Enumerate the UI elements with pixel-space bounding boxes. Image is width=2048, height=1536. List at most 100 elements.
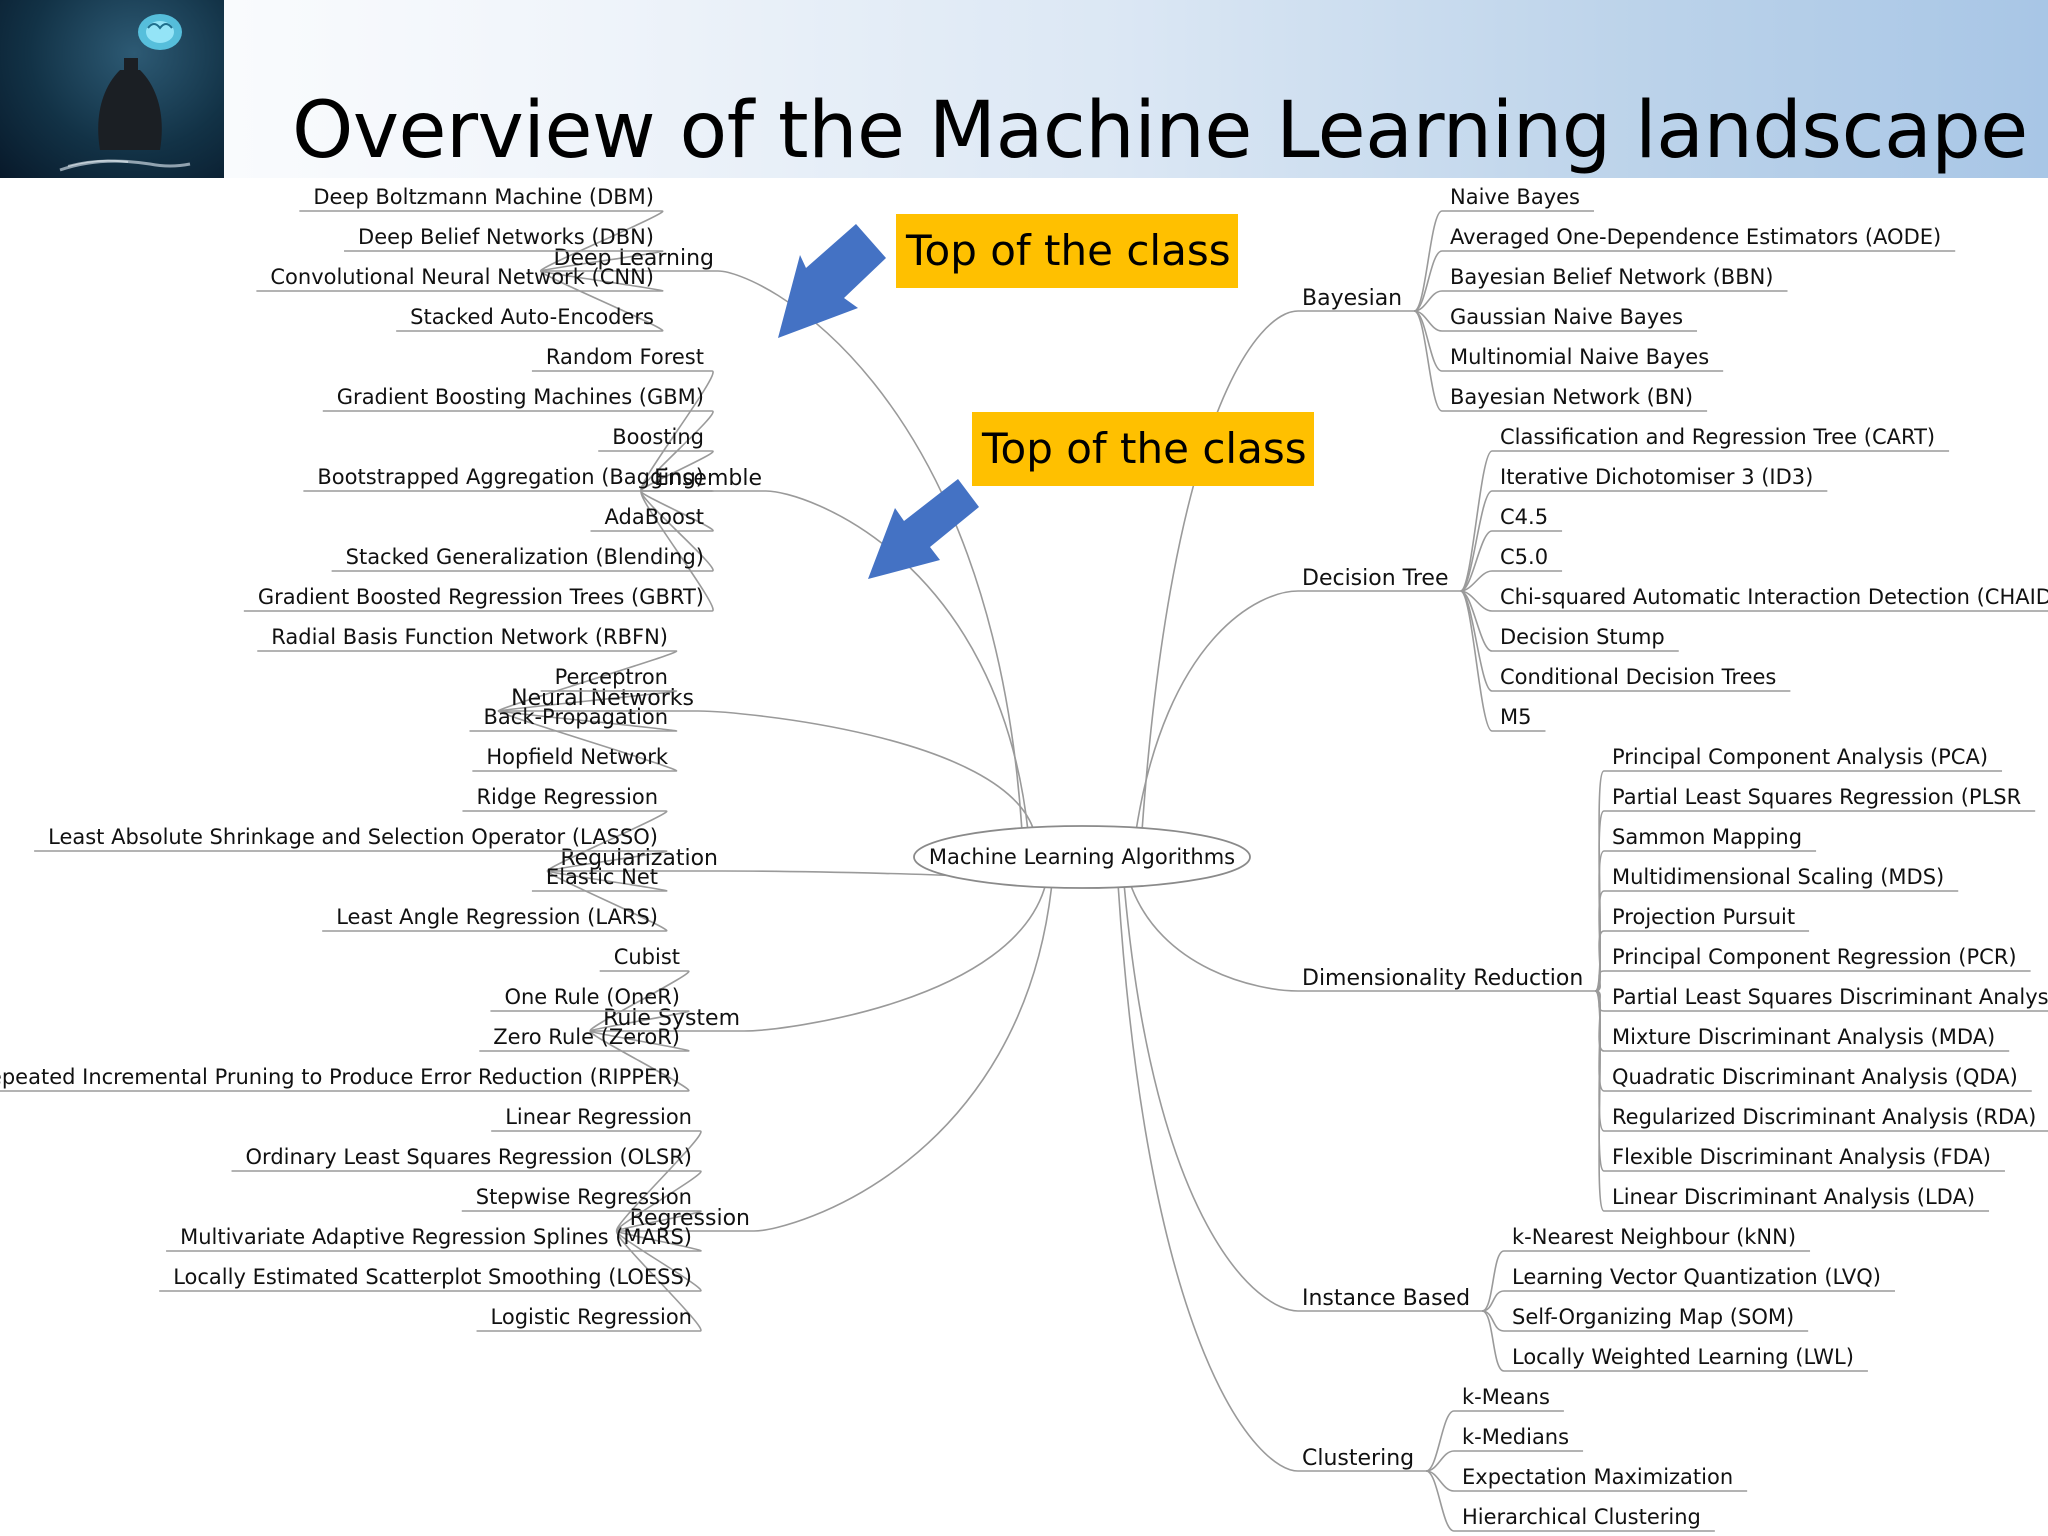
callout-top-of-class-1: Top of the class: [896, 214, 1238, 288]
category-label: Bayesian: [1302, 286, 1402, 311]
category-neural-networks: Neural Networks Radial Basis Function Net…: [257, 625, 698, 772]
edge-leaf-to-regression: [616, 1230, 702, 1292]
leaf-label: Multidimensional Scaling (MDS): [1612, 865, 1944, 889]
leaf-label: Multivariate Adaptive Regression Splines…: [180, 1225, 692, 1249]
edge-leaf-to-neural-networks: [498, 710, 677, 732]
root-node: Machine Learning Algorithms: [913, 825, 1251, 889]
leaf-label: Stepwise Regression: [476, 1185, 692, 1209]
leaf-label: Multinomial Naive Bayes: [1450, 345, 1709, 369]
leaf-label: Classification and Regression Tree (CART…: [1500, 425, 1935, 449]
leaf-label: Stacked Generalization (Blending): [346, 545, 704, 569]
leaf-label: Deep Belief Networks (DBN): [358, 225, 654, 249]
leaf-label: Radial Basis Function Network (RBFN): [271, 625, 668, 649]
edge-leaf-to-decision-tree: [1460, 490, 1493, 592]
edge-clustering-to-root: [1117, 882, 1299, 1472]
edge-leaf-to-regularization: [547, 870, 668, 932]
leaf-label: Partial Least Squares Regression (PLSR: [1612, 785, 2021, 809]
leaf-label: Least Angle Regression (LARS): [336, 905, 658, 929]
edge-leaf-to-instance-based: [1481, 1290, 1505, 1312]
leaf-label: Locally Estimated Scatterplot Smoothing …: [173, 1265, 692, 1289]
edge-leaf-to-regularization: [547, 810, 668, 872]
leaf-label: Gaussian Naive Bayes: [1450, 305, 1683, 329]
leaf-label: Zero Rule (ZeroR): [493, 1025, 680, 1049]
edge-leaf-to-ensemble: [640, 370, 714, 492]
leaf-label: Learning Vector Quantization (LVQ): [1512, 1265, 1881, 1289]
leaf-label: Gradient Boosting Machines (GBM): [337, 385, 704, 409]
category-label: Rule System: [603, 1006, 740, 1031]
edge-leaf-to-regression: [616, 1170, 702, 1232]
edge-leaf-to-deep-learning: [540, 250, 664, 272]
edge-leaf-to-deep-learning: [540, 270, 664, 292]
category-label: Dimensionality Reduction: [1302, 966, 1583, 991]
category-label: Neural Networks: [511, 686, 694, 711]
leaf-label: Partial Least Squares Discriminant Analy…: [1612, 985, 2048, 1009]
edge-leaf-to-ensemble: [640, 450, 714, 492]
edge-leaf-to-instance-based: [1481, 1250, 1505, 1312]
leaf-label: Logistic Regression: [491, 1305, 692, 1329]
edge-leaf-to-regression: [616, 1230, 702, 1332]
category-label: Clustering: [1302, 1446, 1414, 1471]
leaf-label: M5: [1500, 705, 1531, 729]
edge-leaf-to-deep-learning: [540, 210, 664, 272]
edge-leaf-to-rule-system: [589, 1030, 690, 1052]
leaf-label: Regularized Discriminant Analysis (RDA): [1612, 1105, 2036, 1129]
category-label: Regularization: [560, 846, 718, 871]
leaf-label: Stacked Auto-Encoders: [410, 305, 654, 329]
edge-leaf-to-neural-networks: [498, 690, 677, 712]
category-label: Deep Learning: [554, 246, 714, 271]
leaf-label: Bayesian Belief Network (BBN): [1450, 265, 1774, 289]
leaf-label: Locally Weighted Learning (LWL): [1512, 1345, 1854, 1369]
leaf-label: Quadratic Discriminant Analysis (QDA): [1612, 1065, 2018, 1089]
edge-leaf-to-bayesian: [1413, 310, 1443, 412]
edge-leaf-to-clustering: [1425, 1470, 1455, 1532]
category-label: Instance Based: [1302, 1286, 1470, 1311]
leaf-label: Gradient Boosted Regression Trees (GBRT): [258, 585, 704, 609]
leaf-label: k-Means: [1462, 1385, 1550, 1409]
edge-leaf-to-deep-learning: [540, 270, 664, 332]
leaf-label: Averaged One-Dependence Estimators (AODE…: [1450, 225, 1941, 249]
edge-neural-networks-to-root: [697, 710, 1035, 832]
header-band: [0, 0, 2048, 178]
edge-leaf-to-neural-networks: [498, 650, 677, 712]
edge-rule-system-to-root: [743, 882, 1047, 1032]
brain-logo: [0, 0, 224, 178]
leaf-label: Repeated Incremental Pruning to Produce …: [0, 1065, 680, 1089]
leaf-label: Perceptron: [555, 665, 668, 689]
leaf-label: Random Forest: [546, 345, 704, 369]
edge-bayesian-to-root: [1141, 310, 1299, 832]
leaf-label: Sammon Mapping: [1612, 825, 1802, 849]
leaf-label: Linear Discriminant Analysis (LDA): [1612, 1185, 1975, 1209]
edge-leaf-to-dimensionality-reduction: [1594, 990, 1605, 1212]
leaf-label: Hopfield Network: [486, 745, 668, 769]
leaf-label: Cubist: [614, 945, 680, 969]
edge-leaf-to-dimensionality-reduction: [1594, 930, 1605, 992]
leaf-label: Iterative Dichotomiser 3 (ID3): [1500, 465, 1813, 489]
brain-figure-icon: [59, 14, 191, 172]
edge-leaf-to-decision-tree: [1460, 530, 1493, 592]
leaf-label: Decision Stump: [1500, 625, 1665, 649]
edge-leaf-to-neural-networks: [498, 710, 677, 772]
leaf-label: Naive Bayes: [1450, 185, 1580, 209]
leaf-label: One Rule (OneR): [504, 985, 680, 1009]
edge-leaf-to-ensemble: [640, 490, 714, 612]
edge-instance-based-to-root: [1123, 882, 1299, 1312]
edge-leaf-to-rule-system: [589, 1010, 690, 1032]
category-label: Decision Tree: [1302, 566, 1449, 591]
leaf-label: Deep Boltzmann Machine (DBM): [313, 185, 654, 209]
category-decision-tree: Decision Tree Classification and Regressi…: [1298, 425, 2048, 732]
leaf-label: Hierarchical Clustering: [1462, 1505, 1701, 1529]
edge-leaf-to-decision-tree: [1460, 590, 1493, 692]
leaf-label: Self-Organizing Map (SOM): [1512, 1305, 1794, 1329]
edge-leaf-to-rule-system: [589, 970, 690, 1032]
edge-deep-learning-to-root: [717, 270, 1023, 832]
callout-top-of-class-2: Top of the class: [972, 412, 1314, 486]
edge-leaf-to-regression: [616, 1130, 702, 1232]
leaf-label: Linear Regression: [505, 1105, 692, 1129]
